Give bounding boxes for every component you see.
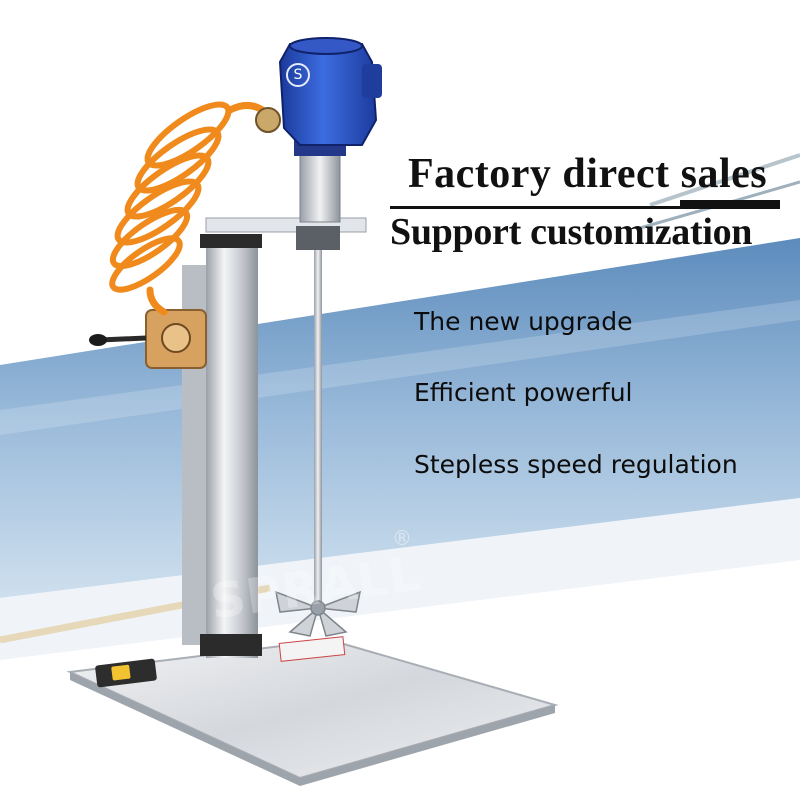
column-foot xyxy=(200,634,262,656)
impeller-blades-icon xyxy=(274,590,362,637)
headline-support-customization: Support customization xyxy=(390,211,753,253)
motor-logo-badge: S xyxy=(286,63,310,87)
feature-stepless-speed: Stepless speed regulation xyxy=(414,450,738,479)
warning-label-inner xyxy=(111,664,131,681)
feature-new-upgrade: The new upgrade xyxy=(414,307,633,336)
registered-mark: ® xyxy=(392,526,412,550)
motor-neck xyxy=(299,149,341,223)
headline-divider xyxy=(390,206,780,209)
valve-lever-grip xyxy=(89,334,107,346)
mixer-shaft xyxy=(314,250,322,610)
air-hose-coil xyxy=(109,101,269,316)
column-cap xyxy=(200,234,262,248)
feature-efficient-powerful: Efficient powerful xyxy=(414,378,633,407)
motor-side-port xyxy=(362,64,382,98)
hose-fitting xyxy=(255,107,281,133)
support-column xyxy=(206,240,258,658)
headline-factory-direct-sales: Factory direct sales xyxy=(408,151,768,197)
arm-clamp xyxy=(296,226,340,250)
mixer-arm xyxy=(205,217,367,233)
background-rod xyxy=(649,153,800,207)
valve-lever xyxy=(99,335,147,343)
headline-accent-bar xyxy=(680,200,780,206)
motor-top-cap xyxy=(289,37,363,55)
motor-body xyxy=(278,43,378,146)
pressure-knob-icon xyxy=(161,323,191,353)
spec-label xyxy=(278,636,346,662)
